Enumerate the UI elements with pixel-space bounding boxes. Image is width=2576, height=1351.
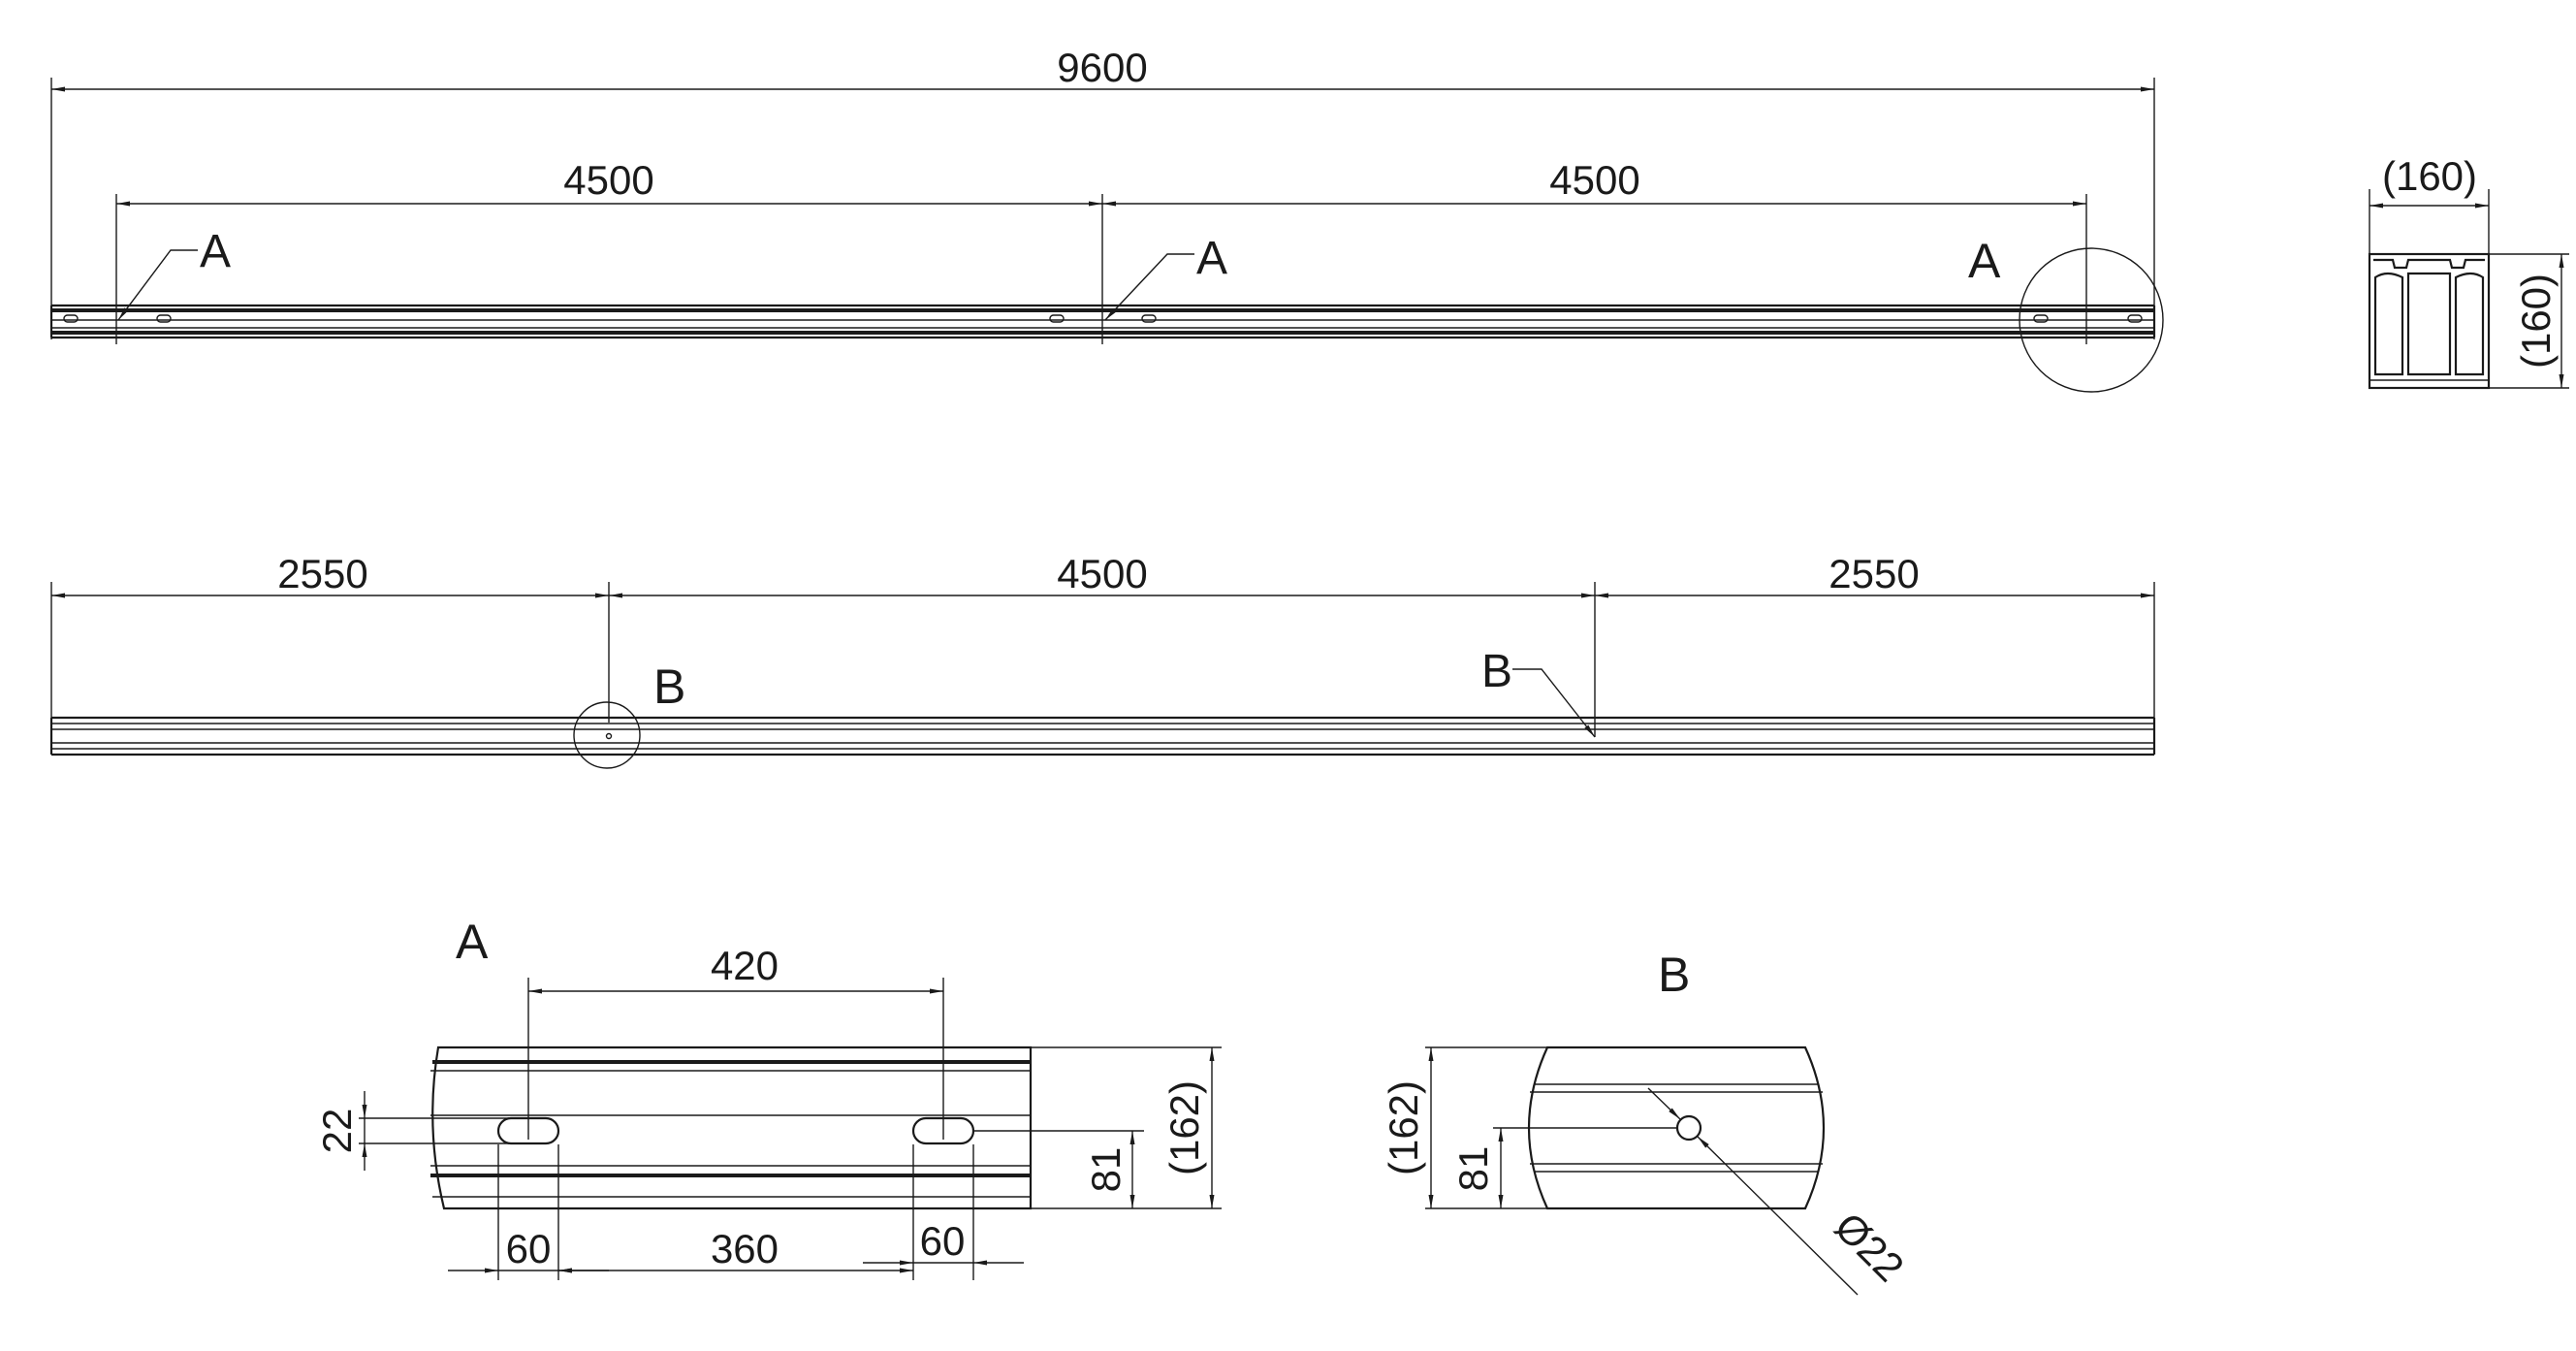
slot — [1141, 314, 1157, 323]
detail-b-body — [1527, 1045, 1826, 1210]
detail-b-dim-162-text: (162) — [1381, 1080, 1426, 1175]
section-dim-height-text: (160) — [2513, 273, 2559, 369]
front-dim-left-text: 2550 — [277, 551, 367, 596]
section-dim-width-text: (160) — [2382, 153, 2477, 199]
profile-outline — [2368, 252, 2491, 390]
detail-b-hole — [1675, 1114, 1702, 1142]
detail-a-dim-420-text: 420 — [711, 943, 779, 988]
leader-left-label: A — [200, 226, 231, 277]
detail-b: B (162) 81 Ø22 — [1381, 948, 1913, 1296]
detail-a-dim-360-text: 360 — [711, 1226, 779, 1271]
dim-left-span-text: 4500 — [563, 157, 653, 203]
detail-b-title: B — [1658, 948, 1690, 1002]
front-dim-right-text: 2550 — [1829, 551, 1919, 596]
detail-a-dim-81-text: 81 — [1083, 1147, 1129, 1193]
slot — [63, 314, 79, 323]
detail-a-dim-22-text: 22 — [314, 1109, 360, 1154]
detail-a: A 420 22 81 (162) — [314, 915, 1222, 1280]
slot — [2127, 314, 2143, 323]
slot — [2033, 314, 2049, 323]
detail-b-callout-circle — [573, 701, 641, 769]
slot — [1049, 314, 1065, 323]
detail-a-dim-162-text: (162) — [1161, 1080, 1207, 1175]
front-dim-mid-text: 4500 — [1057, 551, 1147, 596]
leader-mid-label: A — [1196, 233, 1227, 284]
detail-a-dim-60-left-text: 60 — [506, 1226, 552, 1271]
detail-a-callout-circle — [2019, 247, 2164, 393]
detail-b-dim-81-text: 81 — [1450, 1146, 1496, 1192]
section-view: (160) (160) — [2368, 153, 2569, 390]
top-view: 9600 4500 4500 A A A — [49, 45, 2164, 393]
detail-a-callout-label: A — [1968, 234, 2001, 288]
front-view: 2550 4500 2550 B B — [49, 551, 2156, 769]
leader-b-label: B — [1481, 646, 1512, 697]
detail-a-title: A — [456, 915, 489, 969]
detail-b-callout-label: B — [653, 659, 685, 714]
detail-a-body — [431, 1045, 1033, 1210]
detail-a-dim-60-right-text: 60 — [920, 1218, 966, 1264]
dim-total-text: 9600 — [1057, 45, 1147, 90]
dim-right-span-text: 4500 — [1549, 157, 1639, 203]
slot — [156, 314, 172, 323]
